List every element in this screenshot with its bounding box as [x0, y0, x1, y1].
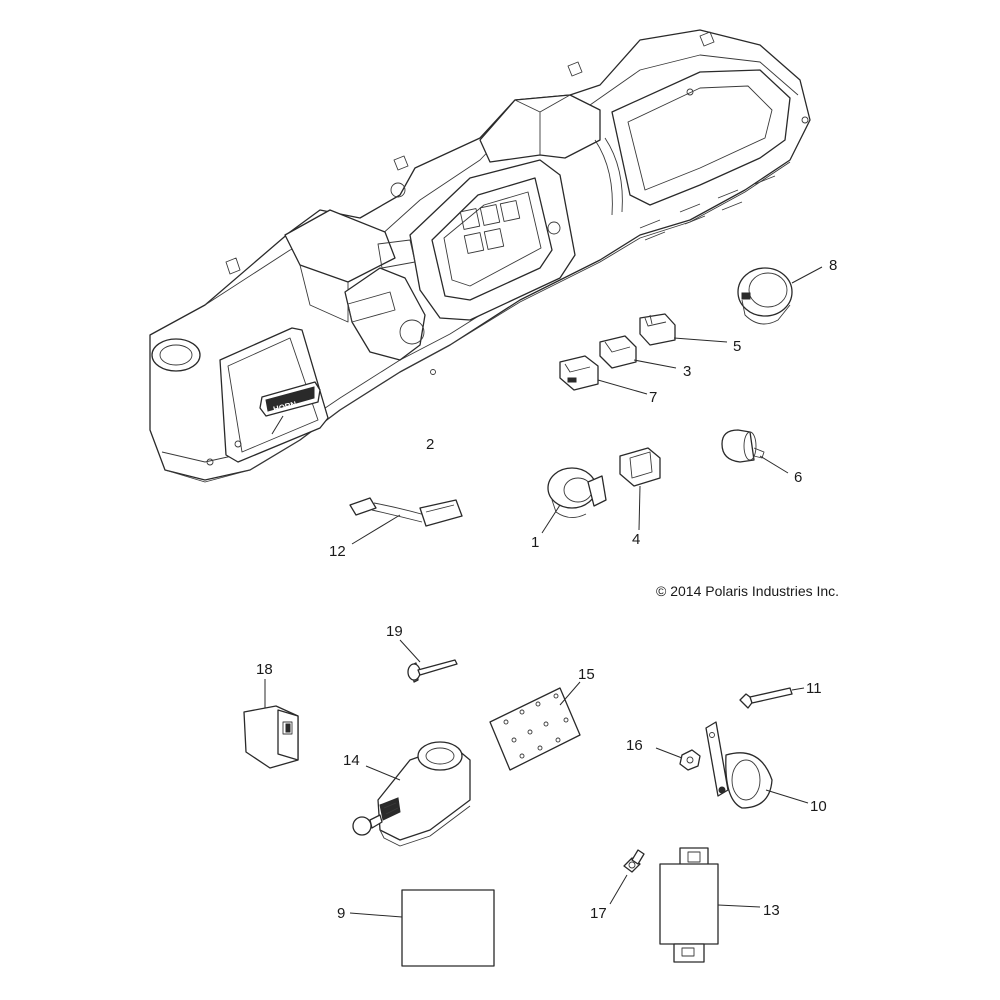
socket-part-6	[721, 429, 789, 474]
callout-2: 2	[426, 436, 434, 453]
callout-1: 1	[531, 534, 539, 551]
horn-switch-part-2: HORN	[259, 381, 321, 435]
callout-3: 3	[683, 363, 691, 380]
callout-12: 12	[329, 543, 346, 560]
callout-7: 7	[649, 389, 657, 406]
callout-18: 18	[256, 661, 273, 678]
horn-part-10	[705, 721, 809, 809]
switch-part-7	[559, 355, 648, 395]
nut-part-16	[655, 747, 701, 771]
rivet-part-19	[399, 639, 458, 683]
callout-17: 17	[590, 905, 607, 922]
callout-10: 10	[810, 798, 827, 815]
callout-6: 6	[794, 469, 802, 486]
handle-part-14	[352, 741, 471, 847]
bolt-part-11	[739, 687, 805, 709]
ignition-part-1	[541, 467, 607, 534]
callout-8: 8	[829, 257, 837, 274]
switch-part-3	[599, 335, 677, 369]
callout-14: 14	[343, 752, 360, 769]
switch-part-4	[619, 447, 661, 531]
switch-part-18	[243, 679, 299, 769]
copyright-text: © 2014 Polaris Industries Inc.	[656, 583, 839, 599]
gauge-part-8	[737, 266, 823, 325]
module-part-13	[659, 847, 761, 963]
callout-19: 19	[386, 623, 403, 640]
decal-part-9	[349, 889, 495, 967]
callout-15: 15	[578, 666, 595, 683]
callout-4: 4	[632, 531, 640, 548]
callout-13: 13	[763, 902, 780, 919]
callout-16: 16	[626, 737, 643, 754]
harness-part-12	[349, 497, 463, 545]
plate-part-15	[489, 681, 581, 771]
dashboard-assembly	[149, 29, 811, 483]
screw-part-17	[609, 849, 645, 905]
callout-9: 9	[337, 905, 345, 922]
callout-11: 11	[806, 680, 822, 697]
switch-part-5	[639, 313, 728, 346]
callout-5: 5	[733, 338, 741, 355]
